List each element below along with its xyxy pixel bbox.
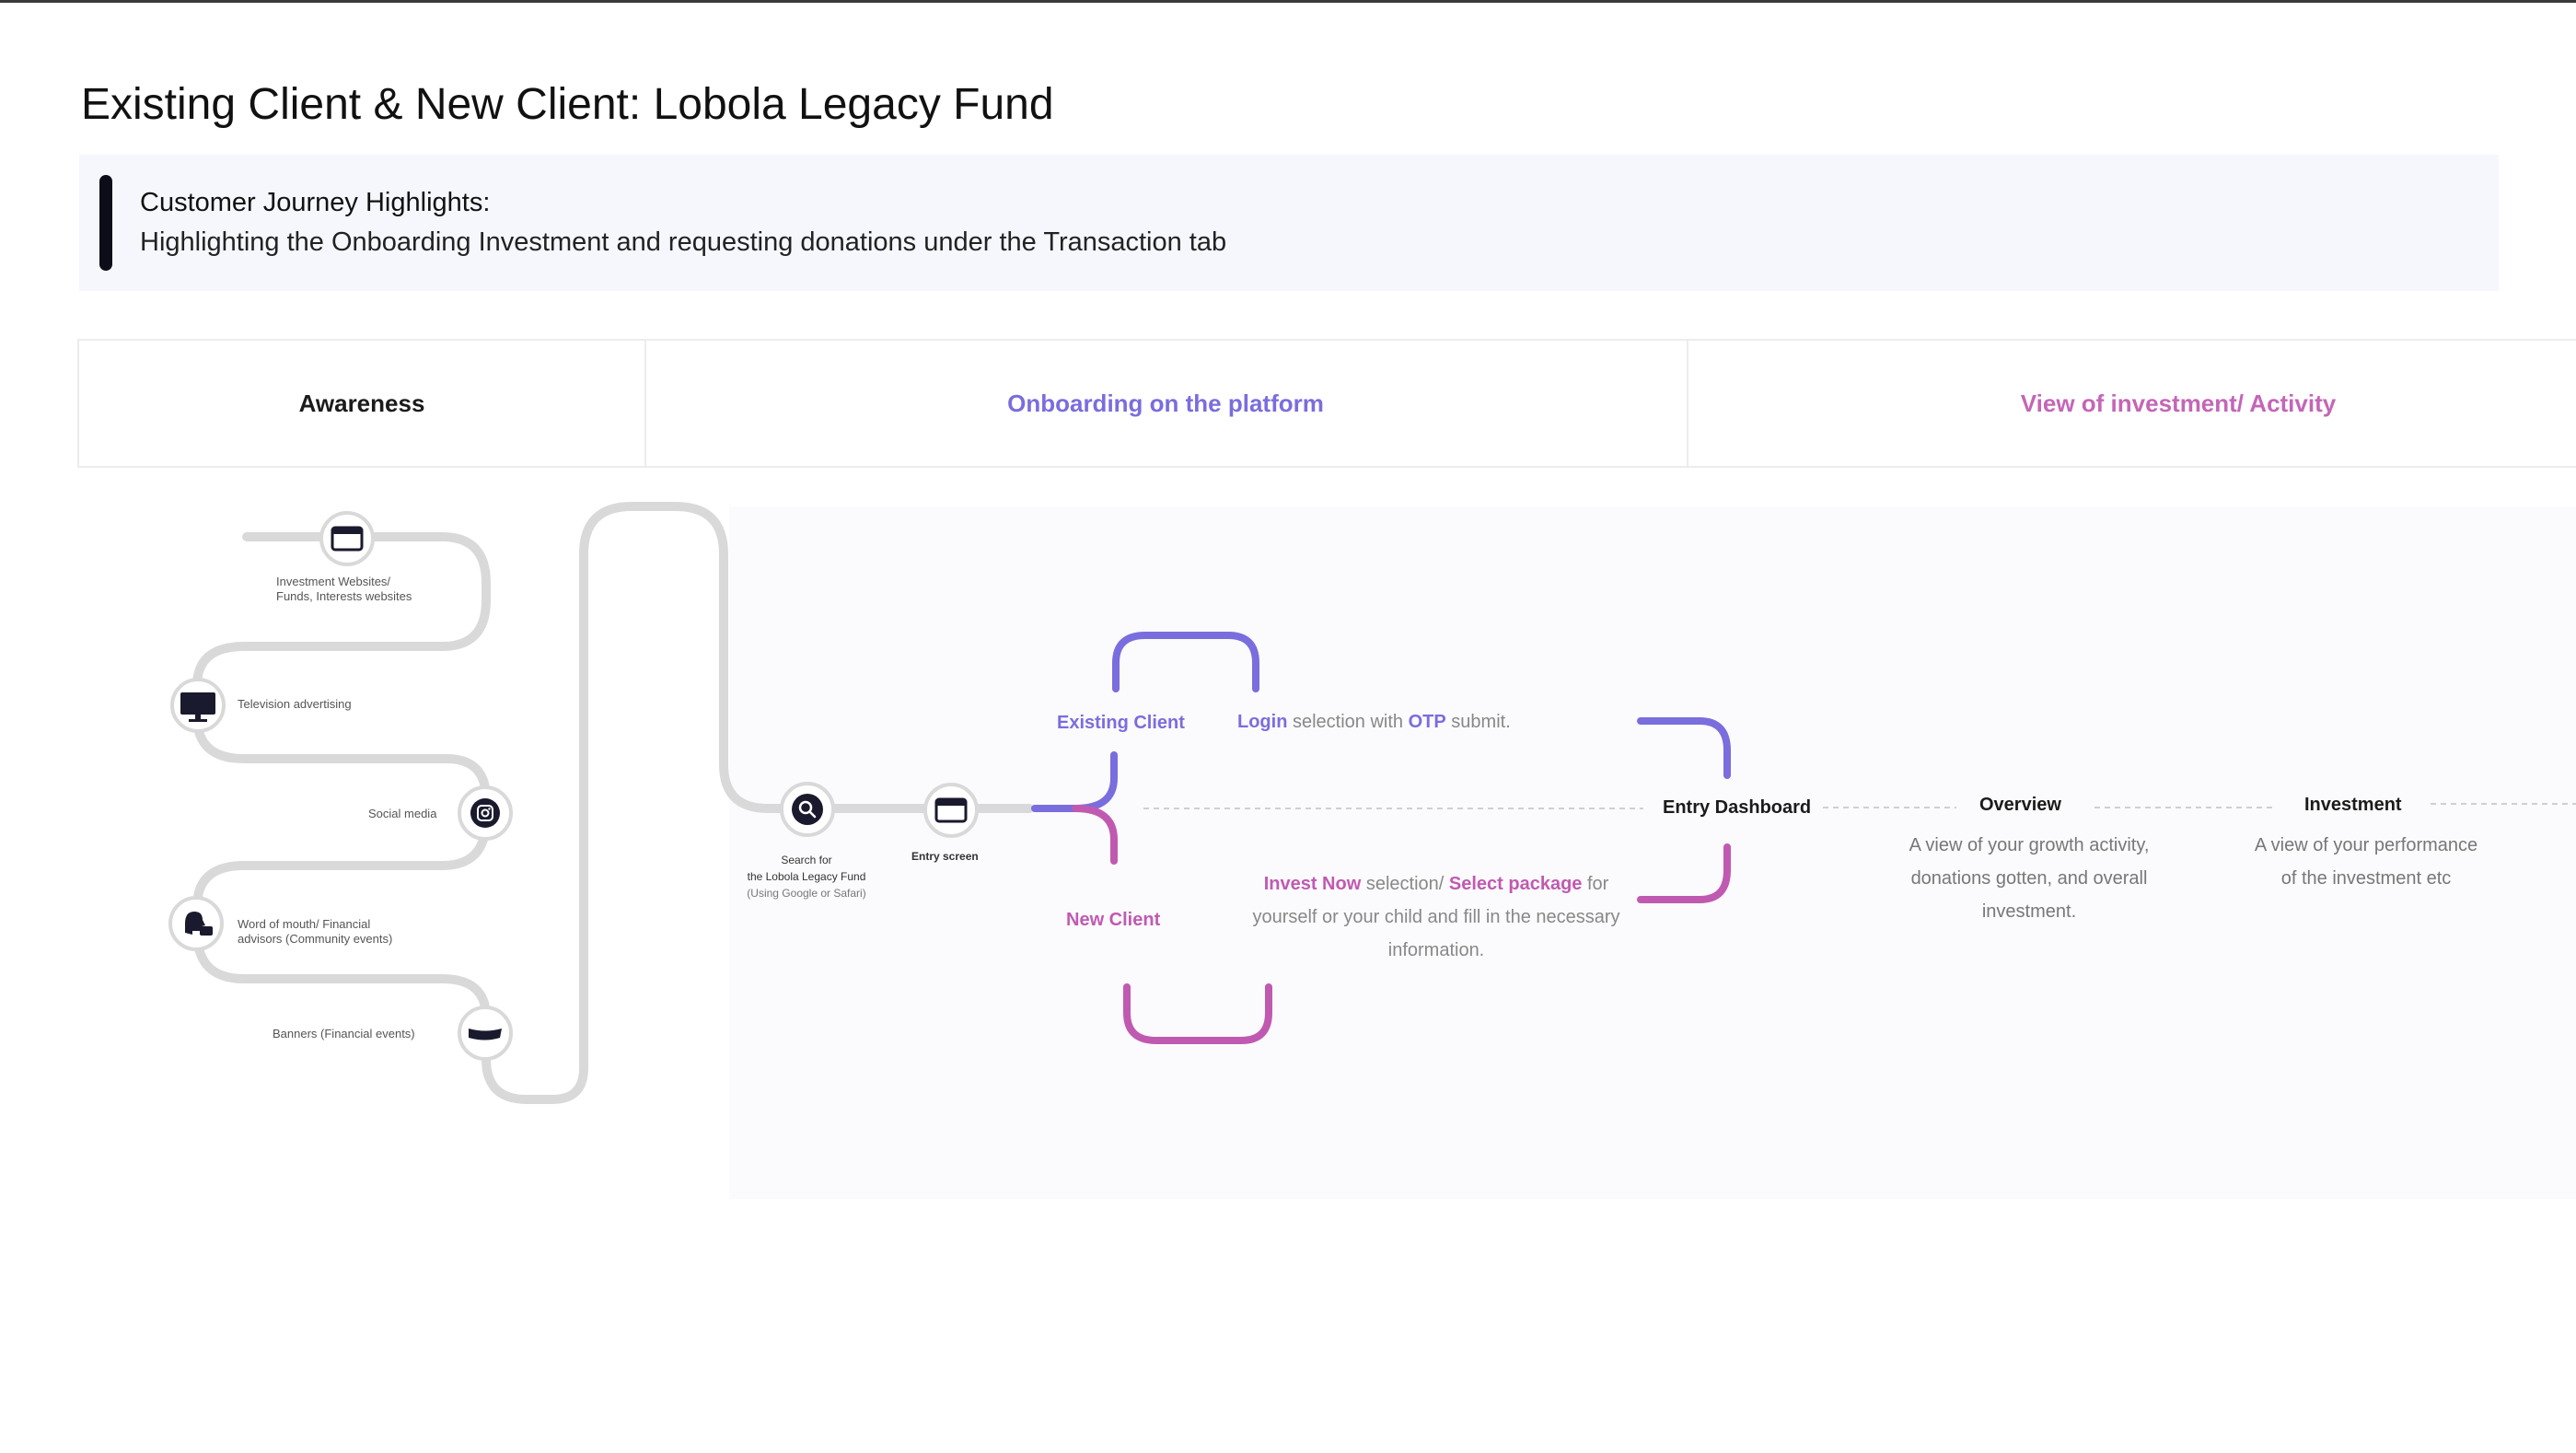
overview-description: A view of your growth activity, donation… <box>1873 829 2186 928</box>
entry-dashboard-label: Entry Dashboard <box>1663 797 1812 818</box>
social-media-label: Social media <box>368 807 437 820</box>
investment-desc-line1: A view of your performance <box>2254 835 2478 855</box>
overview-desc-line2: donations gotten, and overall <box>1910 868 2148 889</box>
entry-screen-label: Entry screen <box>911 850 979 863</box>
investment-title: Investment <box>2304 795 2402 815</box>
stage-view-investment: View of investment/ Activity <box>1688 341 2576 466</box>
existing-client-text-mid: selection with <box>1287 712 1409 732</box>
word-of-mouth-label-line2: advisors (Community events) <box>238 932 393 946</box>
websites-label: Investment Websites/ Funds, Interests we… <box>276 575 412 604</box>
search-label-line1: Search for <box>781 854 832 866</box>
highlights-description: Highlighting the Onboarding Investment a… <box>140 227 1227 257</box>
search-icon <box>780 782 835 837</box>
existing-client-text-end: submit. <box>1445 712 1511 732</box>
otp-keyword: OTP <box>1408 712 1446 732</box>
highlights-heading: Customer Journey Highlights: <box>140 188 491 217</box>
invest-now-keyword: Invest Now <box>1263 874 1362 894</box>
stage-onboarding-label: Onboarding on the platform <box>1007 389 1324 417</box>
new-client-desc-line2: yourself or your child and fill in the n… <box>1252 907 1620 927</box>
investment-desc-line2: of the investment etc <box>2280 868 2452 889</box>
new-client-label: New Client <box>1066 910 1161 930</box>
stage-onboarding: Onboarding on the platform <box>644 341 1688 466</box>
journey-stage-header: Awareness Onboarding on the platform Vie… <box>77 339 2576 468</box>
banners-label: Banners (Financial events) <box>273 1027 415 1040</box>
select-package-keyword: Select package <box>1448 874 1583 894</box>
word-of-mouth-label: Word of mouth/ Financial advisors (Commu… <box>238 917 392 947</box>
onboarding-branches <box>1031 632 1731 1044</box>
highlights-accent-bar <box>99 175 112 271</box>
stage-view-label: View of investment/ Activity <box>2020 389 2337 417</box>
overview-desc-line3: investment. <box>1981 901 2077 922</box>
banner-icon <box>458 1005 513 1061</box>
dashboard-dashed-connectors <box>1143 803 2576 809</box>
speaking-head-icon <box>168 896 224 951</box>
browser-window-icon <box>319 511 375 566</box>
highlights-panel <box>79 155 2499 291</box>
overview-title: Overview <box>1979 795 2061 815</box>
new-client-text-for: for <box>1582 874 1609 894</box>
existing-client-description: Login selection with OTP submit. <box>1237 705 1511 738</box>
instagram-icon <box>458 785 513 841</box>
word-of-mouth-label-line1: Word of mouth/ Financial <box>238 917 371 931</box>
television-icon <box>170 678 226 733</box>
websites-label-line2: Funds, Interests websites <box>276 589 412 603</box>
tv-label: Television advertising <box>238 697 352 711</box>
search-label-line3: (Using Google or Safari) <box>747 887 866 900</box>
top-border <box>0 0 2576 3</box>
stage-awareness-label: Awareness <box>298 389 425 417</box>
login-keyword: Login <box>1237 712 1288 732</box>
journey-canvas-background <box>729 506 2576 1199</box>
page-title: Existing Client & New Client: Lobola Leg… <box>81 80 1054 129</box>
new-client-text-mid: selection/ <box>1361 874 1449 894</box>
entry-screen-icon <box>923 783 979 838</box>
investment-description: A view of your performance of the invest… <box>2219 829 2513 895</box>
new-client-desc-line3: information. <box>1387 940 1485 960</box>
search-label: Search for the Lobola Legacy Fund (Using… <box>727 852 886 901</box>
new-client-desc-line1: Invest Now selection/ Select package for <box>1224 867 1648 901</box>
search-label-line2: the Lobola Legacy Fund <box>747 870 866 883</box>
stage-awareness: Awareness <box>77 341 646 466</box>
new-client-description: Invest Now selection/ Select package for… <box>1224 867 1648 967</box>
websites-label-line1: Investment Websites/ <box>276 575 391 588</box>
overview-desc-line1: A view of your growth activity, <box>1909 835 2150 855</box>
existing-client-label: Existing Client <box>1057 713 1185 733</box>
